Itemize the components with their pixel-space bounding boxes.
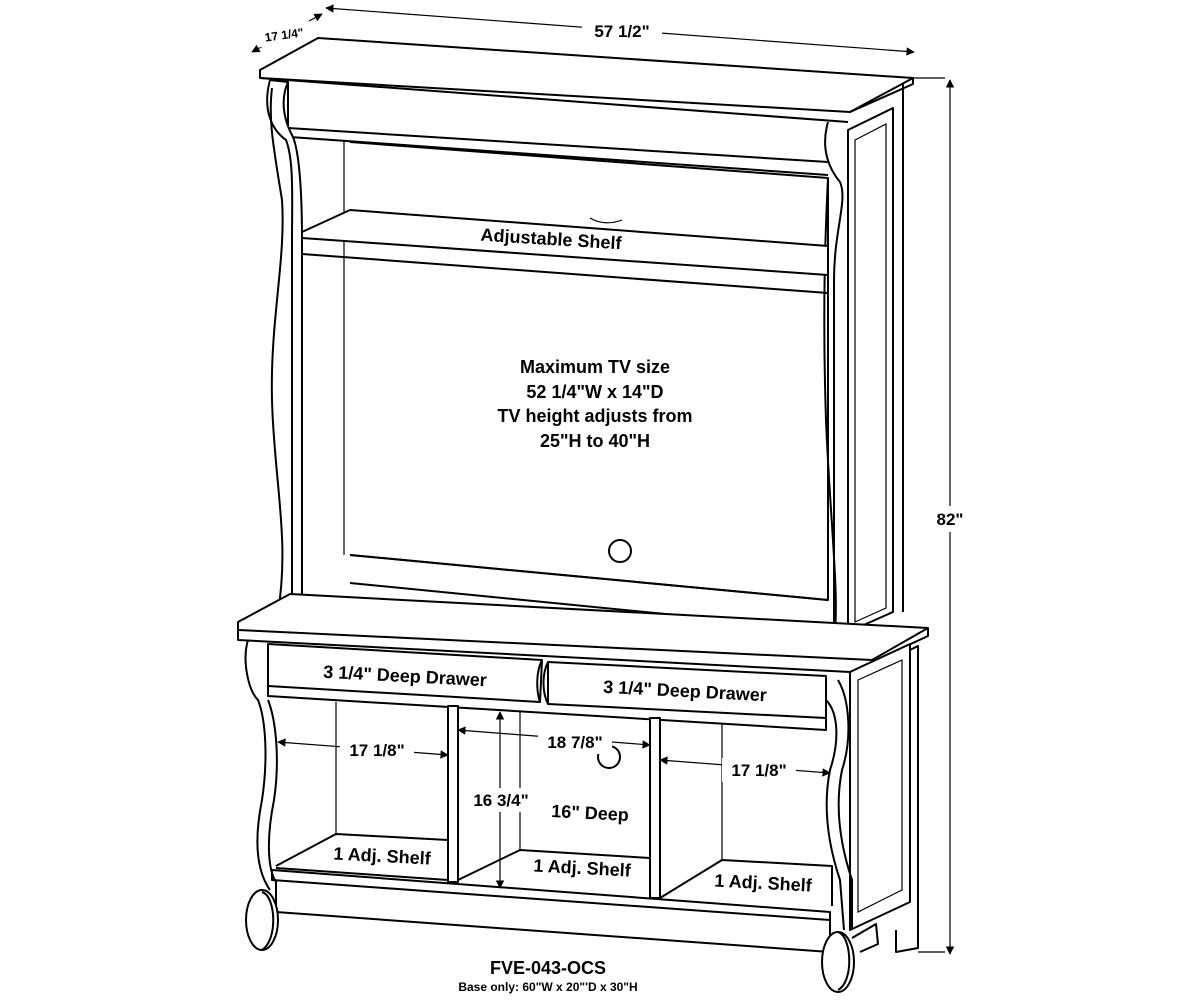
base-left-leg — [244, 639, 271, 891]
dim-cubby-height: 16 3/4" — [473, 791, 528, 810]
model-number: FVE-043-OCS — [490, 958, 606, 978]
tv-info-line: 52 1/4"W x 14"D — [526, 382, 663, 402]
base-dimensions-note: Base only: 60"W x 20"'D x 30"H — [458, 980, 637, 994]
shelf-left-label: 1 Adj. Shelf — [333, 843, 432, 868]
hutch-adjustable-shelf — [301, 209, 829, 276]
base-right-side — [849, 643, 911, 931]
base-right-leg — [825, 699, 845, 931]
dim-height-total: 82" — [937, 510, 964, 529]
tv-info-line: 25"H to 40"H — [540, 431, 650, 451]
tv-info: Maximum TV size 52 1/4"W x 14"D TV heigh… — [497, 357, 692, 451]
dim-cubby-depth: 16" Deep — [551, 801, 630, 825]
shelf-right-label: 1 Adj. Shelf — [714, 870, 813, 895]
tv-info-line: Maximum TV size — [520, 357, 670, 377]
dim-width-top: 57 1/2" — [594, 22, 649, 41]
hutch — [259, 37, 914, 641]
hutch-top-board — [259, 37, 914, 113]
dim-depth-top: 17 1/4" — [264, 25, 305, 44]
shelf-center-label: 1 Adj. Shelf — [533, 855, 632, 880]
hutch-right-post — [824, 121, 849, 641]
dim-cubby-center: 18 7/8" — [547, 733, 602, 752]
tv-info-line: TV height adjusts from — [497, 406, 692, 426]
dim-cubby-left: 17 1/8" — [349, 741, 404, 760]
cord-grommet-upper — [608, 539, 632, 563]
dim-cubby-right: 17 1/8" — [731, 761, 786, 780]
base-cabinet — [237, 593, 929, 993]
base-top — [237, 593, 929, 661]
